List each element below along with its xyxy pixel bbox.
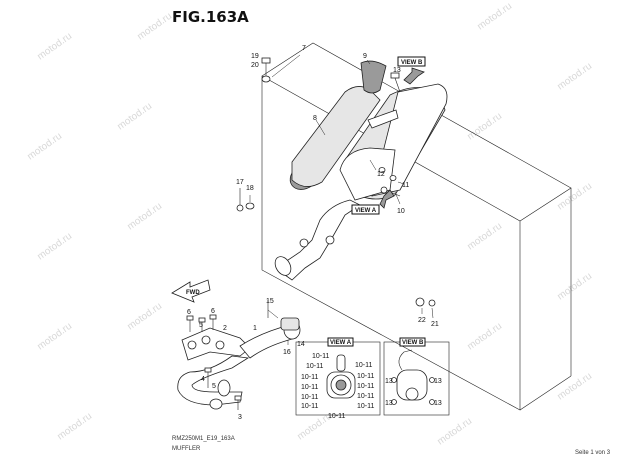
callout-labels: 7 9 19 20 13 8 17 18 12 11 10 22 21 15 1… [187, 45, 439, 421]
watermark-text-9: motod.ru [125, 201, 164, 233]
watermark-text-0: motod.ru [35, 31, 74, 63]
bolt-10 [380, 186, 401, 197]
callout-21: 21 [431, 321, 439, 328]
view-b-tag: VIEW B [397, 56, 426, 85]
svg-text:VIEW A: VIEW A [330, 340, 352, 346]
watermark-text-15: motod.ru [555, 371, 594, 403]
watermark-text-11: motod.ru [555, 271, 594, 303]
view-a-label-11: 10-11 [328, 413, 345, 420]
page-number: Seite 1 von 3 [575, 450, 611, 456]
fwd-label: FWD [186, 290, 200, 296]
washer-20 [261, 75, 271, 83]
view-a-tag: VIEW A [351, 189, 395, 215]
watermark-text-6: motod.ru [465, 111, 504, 143]
svg-text:VIEW B: VIEW B [401, 60, 423, 66]
watermark-text-5: motod.ru [115, 101, 154, 133]
view-a-label-7: 10-11 [357, 393, 374, 400]
callout-22: 22 [418, 317, 426, 324]
view-a-label-1: 10-11 [355, 362, 372, 369]
callout-6a: 6 [187, 309, 191, 316]
callout-7: 7 [302, 45, 306, 52]
view-a-label-5: 10-11 [357, 383, 374, 390]
silencer-box-side [261, 76, 521, 411]
view-a-inset: VIEW A 10-11 10-11 10-11 10-11 10-11 10-11 10-… [295, 337, 381, 420]
springs-and-bolts [186, 300, 269, 410]
view-a-label-3: 10-11 [357, 373, 374, 380]
callout-12: 12 [377, 171, 385, 178]
view-b-label-0: 13 [385, 378, 393, 385]
callout-3: 3 [238, 414, 242, 421]
svg-text:VIEW B: VIEW B [402, 340, 424, 346]
callout-20: 20 [251, 62, 259, 69]
callout-15: 15 [266, 298, 274, 305]
view-a-label-4: 10-11 [301, 374, 318, 381]
watermark-text-2: motod.ru [475, 1, 514, 33]
callout-4: 4 [201, 376, 205, 383]
view-b-label-2: 13 [385, 400, 393, 407]
bolt-17 [236, 188, 244, 212]
watermark-text-4: motod.ru [25, 131, 64, 163]
watermark-text-13: motod.ru [125, 301, 164, 333]
callout-1: 1 [253, 325, 257, 332]
watermark-text-7: motod.ru [555, 181, 594, 213]
watermark-text-10: motod.ru [465, 221, 504, 253]
model-code: RMZ250M1_E19_163A [172, 436, 235, 442]
washer-21 [428, 299, 436, 307]
watermark-text-14: motod.ru [465, 321, 504, 353]
watermark-text-12: motod.ru [35, 321, 74, 353]
callout-17: 17 [236, 179, 244, 186]
washer-18 [245, 202, 255, 210]
watermark-text-16: motod.ru [55, 411, 94, 443]
exhaust-pipe [177, 317, 301, 410]
view-a-label-0: 10-11 [312, 353, 329, 360]
watermark-text-1: motod.ru [135, 11, 174, 43]
callout-16: 16 [283, 349, 291, 356]
callout-13: 13 [393, 67, 401, 74]
callout-5b: 5 [212, 383, 216, 390]
watermark-text-3: motod.ru [555, 61, 594, 93]
svg-text:VIEW A: VIEW A [355, 208, 377, 214]
view-a-label-9: 10-11 [357, 403, 374, 410]
washer-12 [378, 167, 386, 173]
section-name: MUFFLER [172, 446, 201, 452]
view-b-label-1: 13 [434, 378, 442, 385]
view-a-label-2: 10-11 [306, 363, 323, 370]
bolt-19 [261, 57, 271, 76]
nut-22 [415, 297, 425, 307]
callout-19: 19 [251, 53, 259, 60]
silencer-box-bottom [519, 375, 572, 411]
washer-11 [389, 175, 397, 181]
callout-10: 10 [397, 208, 405, 215]
view-b-inset: VIEW B 13 13 13 13 [383, 337, 450, 416]
view-a-label-6: 10-11 [301, 384, 318, 391]
callout-2: 2 [223, 325, 227, 332]
watermark-text-8: motod.ru [35, 231, 74, 263]
callout-18: 18 [246, 185, 254, 192]
leader-lines [249, 54, 434, 345]
muffler-assembly [274, 60, 448, 281]
fwd-arrow-icon [171, 279, 211, 303]
bolt-13 [390, 72, 401, 93]
callout-8: 8 [313, 115, 317, 122]
watermark-text-18: motod.ru [435, 416, 474, 448]
view-a-label-8: 10-11 [301, 394, 318, 401]
callout-5a: 5 [199, 322, 203, 329]
callout-6b: 6 [211, 308, 215, 315]
view-b-label-3: 13 [434, 400, 442, 407]
callout-11: 11 [402, 182, 409, 189]
figure-title: FIG.163A [172, 8, 249, 26]
callout-14: 14 [297, 341, 305, 348]
view-a-label-10: 10-11 [301, 403, 318, 410]
callout-9: 9 [363, 53, 367, 60]
